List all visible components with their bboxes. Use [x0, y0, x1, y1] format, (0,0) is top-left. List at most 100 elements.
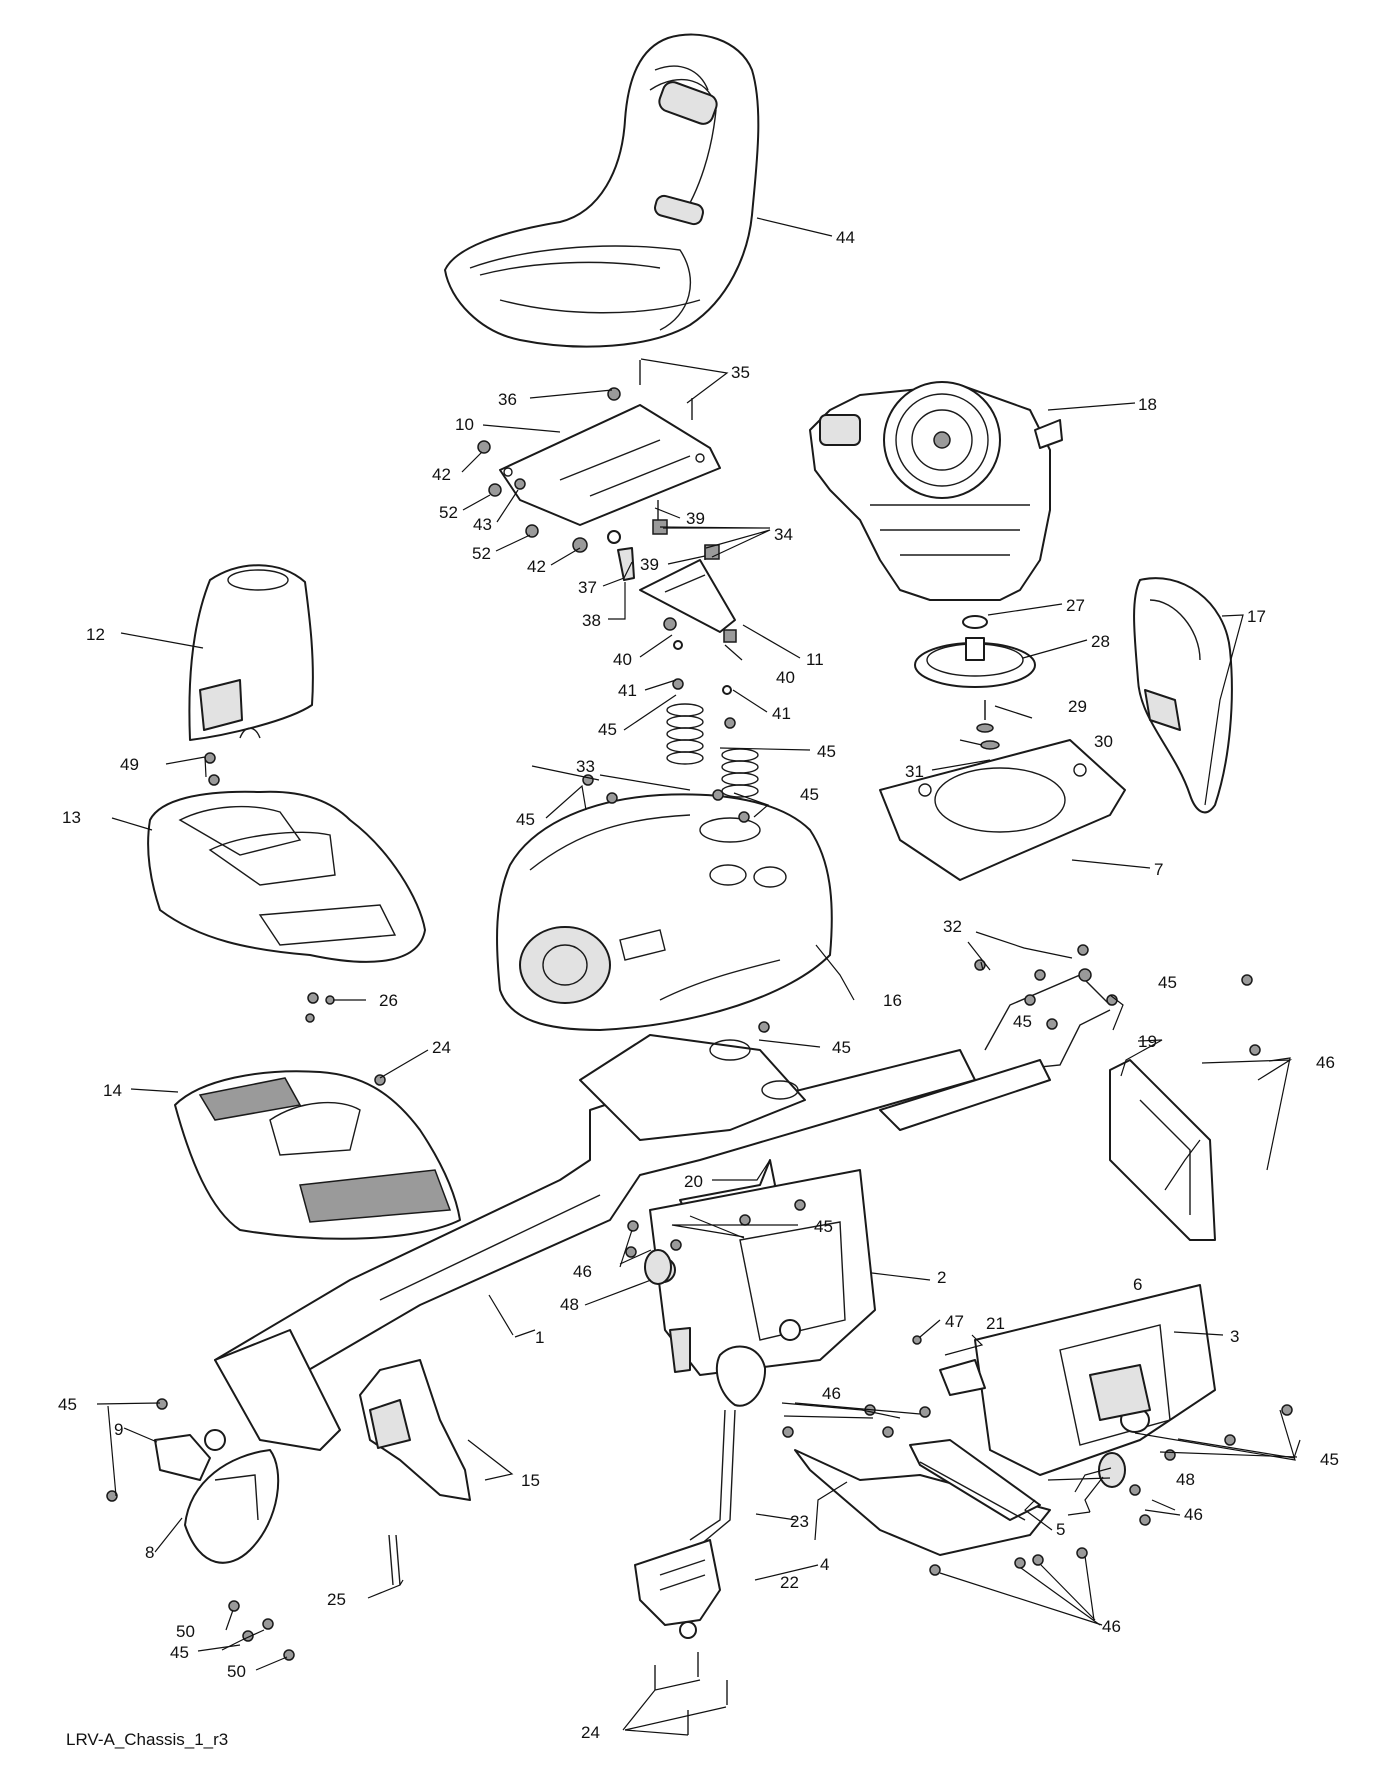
callout-40: 40	[776, 668, 795, 687]
callout-26: 26	[379, 991, 398, 1010]
callout-52: 52	[472, 544, 491, 563]
fender-part-16	[496, 793, 833, 1031]
callout-44: 44	[836, 228, 855, 247]
callout-15: 15	[521, 1471, 540, 1490]
callout-42: 42	[527, 557, 546, 576]
callout-9: 9	[114, 1420, 123, 1439]
callout-45: 45	[1158, 973, 1177, 992]
seat-plate-part-10	[499, 404, 721, 526]
callout-45: 45	[516, 810, 535, 829]
callout-32: 32	[943, 917, 962, 936]
mount-plate-part-3	[974, 1284, 1216, 1476]
callout-45: 45	[170, 1643, 189, 1662]
bracket-part-21	[939, 1359, 986, 1396]
callout-48: 48	[560, 1295, 579, 1314]
callout-48: 48	[1176, 1470, 1195, 1489]
callout-46: 46	[1316, 1053, 1335, 1072]
mount-plate-part-2	[649, 1169, 876, 1376]
side-plate-part-6	[1109, 1059, 1216, 1241]
fasteners-bottom	[654, 1652, 728, 1735]
callout-37: 37	[578, 578, 597, 597]
side-cover-part-17	[1133, 577, 1233, 814]
callout-25: 25	[327, 1590, 346, 1609]
pulley-part-28	[914, 615, 1036, 750]
callout-14: 14	[103, 1081, 122, 1100]
callout-31: 31	[905, 762, 924, 781]
callout-6: 6	[1133, 1275, 1142, 1294]
callout-2: 2	[937, 1268, 946, 1287]
cover-part-8	[184, 1449, 280, 1564]
callout-45: 45	[598, 720, 617, 739]
callout-11: 11	[806, 650, 824, 669]
callout-35: 35	[731, 363, 750, 382]
callout-labels: 44 35 36 10 42 52 43 52 42 39 34 39 37 3…	[58, 228, 1339, 1742]
callout-40: 40	[613, 650, 632, 669]
callout-47: 47	[945, 1312, 964, 1331]
callout-28: 28	[1091, 632, 1110, 651]
callout-16: 16	[883, 991, 902, 1010]
callout-1: 1	[535, 1328, 544, 1347]
callout-24: 24	[581, 1723, 600, 1742]
callout-21: 21	[986, 1314, 1005, 1333]
nuts-part-46	[305, 969, 1293, 1576]
springs-part-33	[582, 678, 759, 823]
callout-8: 8	[145, 1543, 154, 1562]
callout-13: 13	[62, 808, 81, 827]
diagram-caption: LRV-A_Chassis_1_r3	[66, 1730, 229, 1749]
callout-39: 39	[686, 509, 705, 528]
bracket-part-15	[359, 1359, 471, 1501]
callout-4: 4	[820, 1555, 829, 1574]
callout-10: 10	[455, 415, 474, 434]
callout-38: 38	[582, 611, 601, 630]
seat-part-44	[444, 33, 760, 348]
callout-41: 41	[618, 681, 637, 700]
callout-42: 42	[432, 465, 451, 484]
lever-part-23	[689, 1345, 767, 1546]
callout-46: 46	[822, 1384, 841, 1403]
callout-12: 12	[86, 625, 105, 644]
lever-mount-part-22	[634, 1539, 721, 1639]
callout-41: 41	[772, 704, 791, 723]
callout-29: 29	[1068, 697, 1087, 716]
lower-dash-part-14	[174, 1070, 461, 1240]
callout-22: 22	[780, 1573, 799, 1592]
callout-45: 45	[832, 1038, 851, 1057]
seat-bracket-part-11	[639, 559, 736, 633]
callout-33: 33	[576, 757, 595, 776]
callout-3: 3	[1230, 1327, 1239, 1346]
callout-46: 46	[1184, 1505, 1203, 1524]
callout-46: 46	[573, 1262, 592, 1281]
callout-50: 50	[176, 1622, 195, 1641]
callout-45: 45	[1013, 1012, 1032, 1031]
callout-45: 45	[1320, 1450, 1339, 1469]
callout-43: 43	[473, 515, 492, 534]
callout-45: 45	[58, 1395, 77, 1414]
column-cover-part-12	[188, 564, 314, 786]
callout-19: 19	[1138, 1032, 1157, 1051]
callout-45: 45	[800, 785, 819, 804]
callout-46: 46	[1102, 1617, 1121, 1636]
engine-part-18	[809, 381, 1063, 601]
bracket-part-9	[154, 1429, 226, 1481]
callout-20: 20	[684, 1172, 703, 1191]
dashboard-part-13	[147, 790, 426, 963]
chassis-frame-part-1	[214, 1034, 1051, 1451]
callout-36: 36	[498, 390, 517, 409]
callout-18: 18	[1138, 395, 1157, 414]
callout-50: 50	[227, 1662, 246, 1681]
fasteners-lower-left	[106, 1398, 401, 1661]
callout-39: 39	[640, 555, 659, 574]
callout-49: 49	[120, 755, 139, 774]
rod-part-19	[974, 944, 1261, 1071]
callout-23: 23	[790, 1512, 809, 1531]
callout-45: 45	[817, 742, 836, 761]
callout-52: 52	[439, 503, 458, 522]
callout-45: 45	[814, 1217, 833, 1236]
callout-34: 34	[774, 525, 793, 544]
engine-plate-part-7	[879, 739, 1126, 881]
callout-7: 7	[1154, 860, 1163, 879]
callout-17: 17	[1247, 607, 1266, 626]
leader-lines	[96, 217, 1301, 1736]
callout-5: 5	[1056, 1520, 1065, 1539]
